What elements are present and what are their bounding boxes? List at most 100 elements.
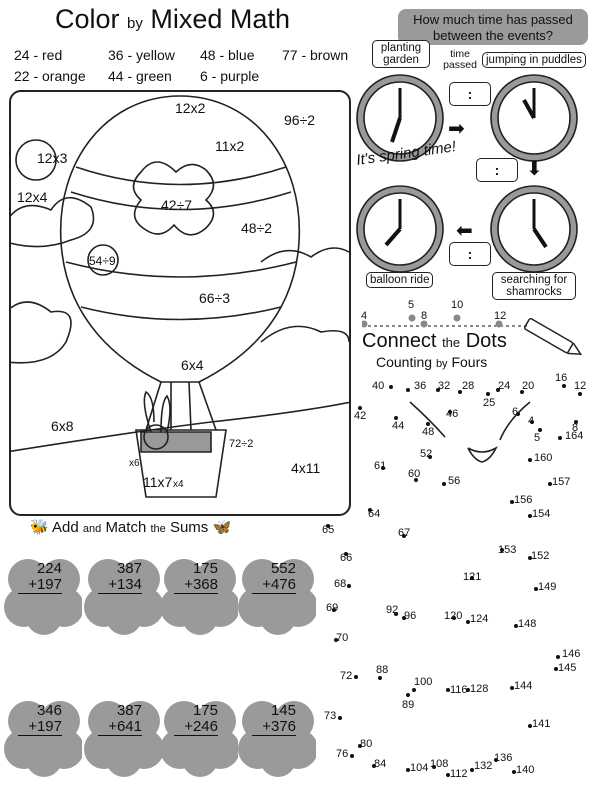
dot-point[interactable] [406,768,410,772]
dot-point[interactable] [412,688,416,692]
dot-point[interactable] [520,390,524,394]
time-answer-box-1[interactable]: : [449,82,491,106]
dot-number: 144 [514,680,533,692]
dot-point[interactable] [554,667,558,671]
dot-point[interactable] [538,428,542,432]
addition-problem: 224+197 [18,561,62,594]
dot-point[interactable] [381,466,385,470]
dot-point[interactable] [402,534,406,538]
dot-point[interactable] [452,616,456,620]
dot-point[interactable] [402,616,406,620]
dot-number: 154 [532,508,551,520]
dot-point[interactable] [556,655,560,659]
dot-point[interactable] [354,675,358,679]
dot-point[interactable] [510,500,514,504]
dot-point[interactable] [516,412,520,416]
dot-point[interactable] [530,420,534,424]
dot-point[interactable] [358,406,362,410]
dot-point[interactable] [466,688,470,692]
dot-point[interactable] [389,385,393,389]
dot-point[interactable] [378,676,382,680]
dot-point[interactable] [446,773,450,777]
dot-point[interactable] [528,556,532,560]
dot-point[interactable] [338,716,342,720]
dot-point[interactable] [358,744,362,748]
event-label-planting: planting garden [372,40,430,68]
dot-point[interactable] [426,422,430,426]
dot-point[interactable] [574,420,578,424]
key-item: 6 - purple [200,68,260,84]
page-title: Color by Mixed Math [55,4,290,34]
time-answer-box-2[interactable]: : [476,158,518,182]
dot-point[interactable] [578,392,582,396]
dot-point[interactable] [332,608,336,612]
dots-title: Connect the Dots [362,330,507,352]
dot-point[interactable] [528,458,532,462]
dot-number: 16 [555,372,568,384]
dot-point[interactable] [466,620,470,624]
dot-point[interactable] [344,552,348,556]
addition-problem: 387+134 [98,561,142,594]
key-item: 36 - yellow [108,47,175,63]
dot-point[interactable] [347,584,351,588]
dot-point[interactable] [558,436,562,440]
addend-top: 145 [270,702,296,719]
dot-point[interactable] [326,524,330,528]
dot-point[interactable] [368,508,372,512]
dot-point[interactable] [406,693,410,697]
dot-number: 42 [354,410,367,422]
dot-point[interactable] [436,388,440,392]
dot-point[interactable] [446,688,450,692]
dot-point[interactable] [334,638,338,642]
dot-number: 112 [450,768,468,780]
addition-problem: 552+476 [252,561,296,594]
addition-problem: 346+197 [18,703,62,736]
dot-point[interactable] [432,765,436,769]
addend-bottom: +134 [98,577,142,594]
dot-point[interactable] [458,390,462,394]
dot-number: 145 [558,662,577,674]
dot-number: 72 [340,670,353,682]
dot-point[interactable] [442,482,446,486]
addend-bottom: +368 [174,577,218,594]
dot-point[interactable] [394,416,398,420]
dot-point[interactable] [414,478,418,482]
dot-point[interactable] [534,587,538,591]
dot-point[interactable] [470,576,474,580]
dot-point[interactable] [528,724,532,728]
pencil-number: 10 [451,299,464,311]
dot-point[interactable] [514,624,518,628]
key-item: 48 - blue [200,47,255,63]
dot-number: 5 [534,432,541,444]
dot-number: 124 [470,613,489,625]
dot-number: 164 [565,430,584,442]
dot-point[interactable] [496,388,500,392]
problem-label: 11x2 [215,138,245,154]
down-arrow-icon: ⬇ [526,158,543,180]
dot-number: 28 [462,380,475,392]
dot-point[interactable] [494,758,498,762]
dot-point[interactable] [394,612,398,616]
dot-point[interactable] [470,768,474,772]
problem-label: x6 [129,458,140,469]
dot-point[interactable] [406,388,410,392]
dot-point[interactable] [372,764,376,768]
dot-point[interactable] [512,770,516,774]
addend-top: 552 [270,560,296,577]
time-answer-box-3[interactable]: : [449,242,491,266]
dot-number: 148 [518,618,537,630]
dot-point[interactable] [350,754,354,758]
dots-face-lines [409,401,531,463]
dot-point[interactable] [500,548,504,552]
dot-point[interactable] [486,392,490,396]
dot-point[interactable] [528,514,532,518]
event-label-shamrocks: searching for shamrocks [492,272,576,300]
dot-point[interactable] [448,410,452,414]
dot-point[interactable] [510,686,514,690]
event-label-balloon: balloon ride [366,272,434,288]
flower-icon [160,559,238,635]
dot-point[interactable] [562,384,566,388]
dot-point[interactable] [428,455,432,459]
dot-point[interactable] [548,482,552,486]
clock-jumping-icon [490,74,578,162]
